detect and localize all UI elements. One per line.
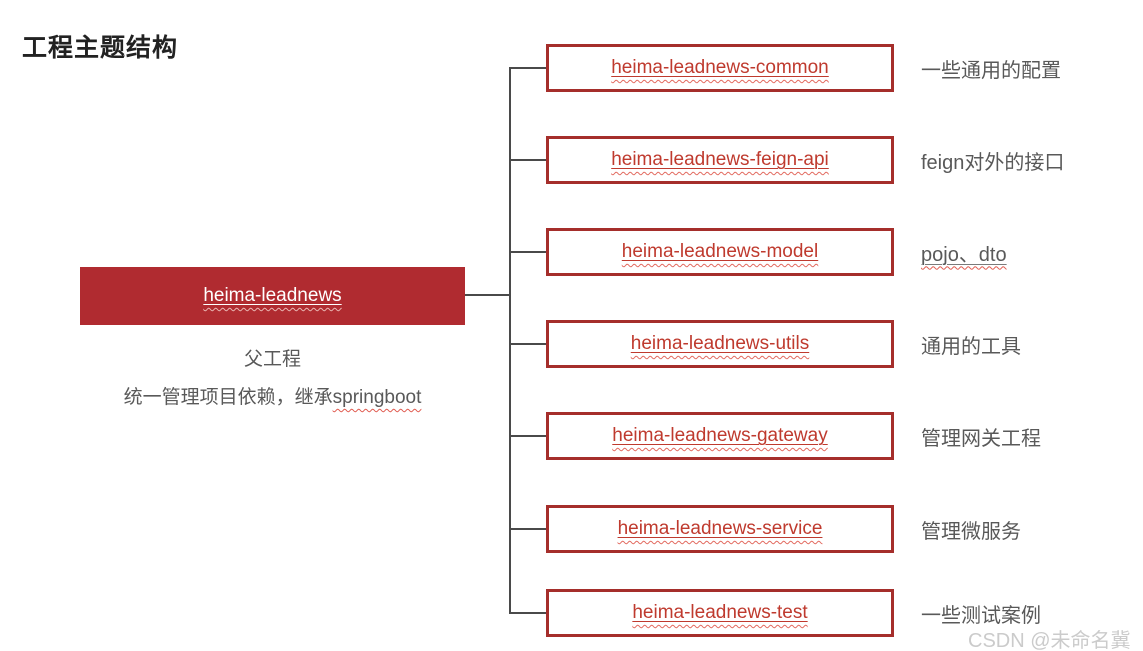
child-node-common-label-wrap: heima-leadnews-common (611, 57, 829, 79)
child-node-model-label: heima-leadnews-model (621, 241, 819, 262)
note-service: 管理微服务 (921, 505, 1021, 553)
child-node-common: heima-leadnews-common (546, 44, 894, 92)
child-node-feign-api-label-wrap: heima-leadnews-feign-api (611, 149, 829, 171)
child-node-feign-api-label: heima-leadnews-feign-api (611, 149, 829, 170)
note-utils-text: 通用的工具 (921, 335, 1021, 358)
root-node-label: heima-leadnews (203, 285, 342, 306)
connector-stub-utils (511, 343, 546, 345)
note-model: pojo、dto (921, 228, 1007, 276)
note-common: 一些通用的配置 (921, 44, 1061, 92)
note-gateway: 管理网关工程 (921, 412, 1041, 460)
root-node-heima-leadnews: heima-leadnews (80, 267, 465, 325)
note-model-text: pojo、dto (921, 243, 1007, 266)
connector-stub-gateway (511, 435, 546, 437)
child-node-test: heima-leadnews-test (546, 589, 894, 637)
root-caption-desc-highlight: springboot (332, 387, 422, 408)
note-model-wrap: pojo、dto (921, 238, 1007, 267)
watermark: CSDN @未命名冀 (968, 630, 1131, 651)
child-node-gateway-label: heima-leadnews-gateway (612, 425, 828, 446)
root-caption-desc: 统一管理项目依赖，继承springboot (35, 382, 510, 409)
child-node-feign-api: heima-leadnews-feign-api (546, 136, 894, 184)
connector-root-horizontal (465, 294, 510, 296)
connector-stub-service (511, 528, 546, 530)
connector-trunk-vertical (509, 67, 511, 614)
child-node-utils-label-wrap: heima-leadnews-utils (631, 333, 809, 355)
note-feign-api-text: feign对外的接口 (921, 151, 1065, 174)
child-node-common-label: heima-leadnews-common (611, 57, 829, 78)
connector-stub-test (511, 612, 546, 614)
connector-stub-model (511, 251, 546, 253)
child-node-utils-label: heima-leadnews-utils (630, 333, 810, 354)
child-node-gateway-label-wrap: heima-leadnews-gateway (612, 425, 827, 447)
page-title: 工程主题结构 (22, 34, 179, 62)
root-caption-desc-text: 统一管理项目依赖，继承 (123, 387, 333, 408)
note-service-text: 管理微服务 (921, 520, 1021, 543)
note-gateway-text: 管理网关工程 (921, 427, 1041, 450)
child-node-service: heima-leadnews-service (546, 505, 894, 553)
child-node-utils: heima-leadnews-utils (546, 320, 894, 368)
child-node-test-label-wrap: heima-leadnews-test (632, 602, 807, 624)
child-node-model-label-wrap: heima-leadnews-model (622, 241, 818, 263)
child-node-service-label-wrap: heima-leadnews-service (618, 518, 823, 540)
connector-stub-common (511, 67, 546, 69)
note-common-text: 一些通用的配置 (921, 59, 1061, 82)
note-test: 一些测试案例 (921, 589, 1041, 637)
note-test-text: 一些测试案例 (921, 604, 1041, 627)
note-utils: 通用的工具 (921, 320, 1021, 368)
note-feign-api: feign对外的接口 (921, 136, 1064, 184)
child-node-gateway: heima-leadnews-gateway (546, 412, 894, 460)
child-node-model: heima-leadnews-model (546, 228, 894, 276)
root-caption-role: 父工程 (243, 349, 301, 370)
child-node-service-label: heima-leadnews-service (617, 518, 823, 539)
connector-stub-feign-api (511, 159, 546, 161)
child-node-test-label: heima-leadnews-test (632, 602, 808, 623)
root-node-label-wrap: heima-leadnews (203, 285, 341, 307)
